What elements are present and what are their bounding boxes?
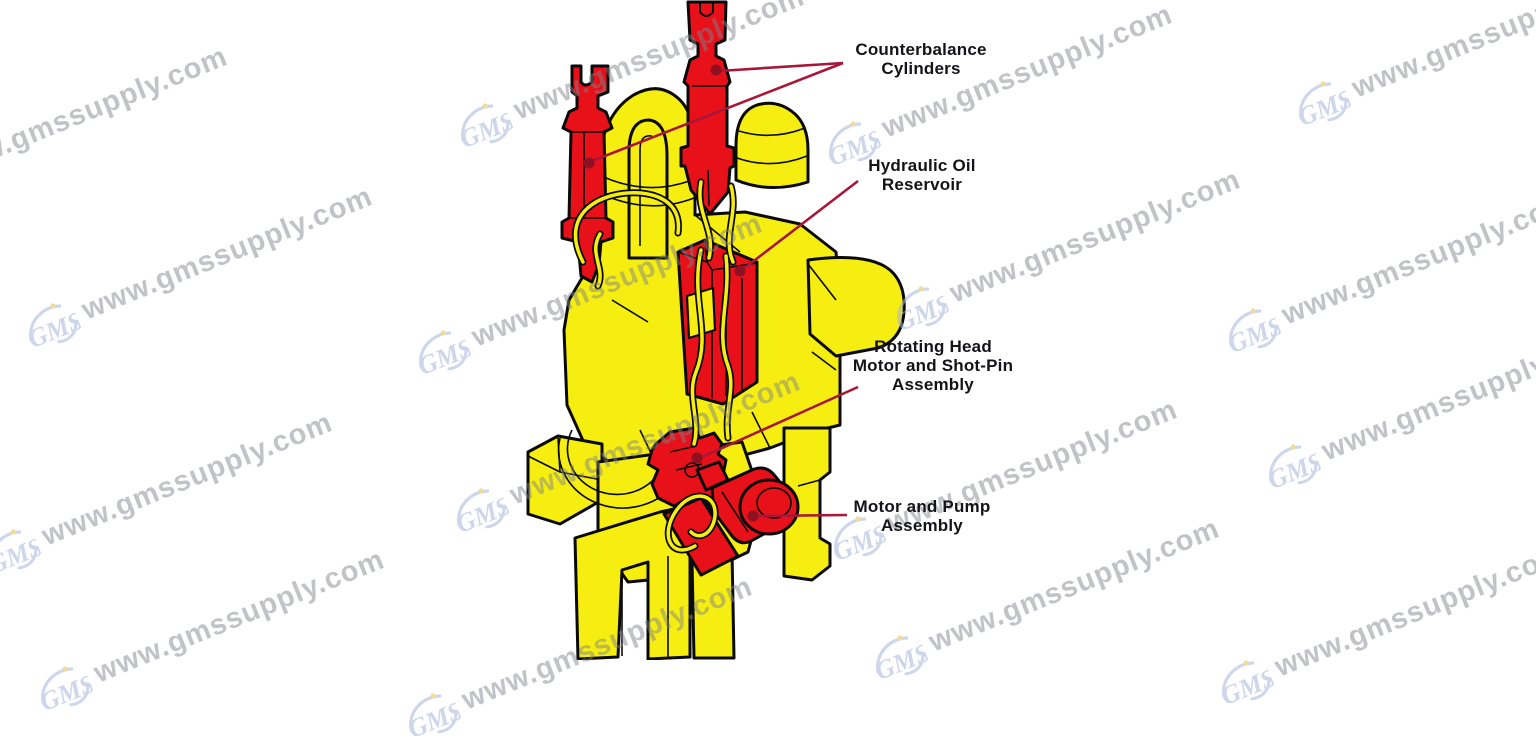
arch-window [627,118,669,260]
mast-dome [734,101,810,190]
leader-dot-motor-and-pump-assembly [747,510,759,522]
gms-logo-icon: GMS [36,666,97,717]
label-counterbalance-cylinders: Counterbalance Cylinders [855,40,987,78]
leader-dot-rotating-head-motor-shot-pin-assembly [691,452,703,464]
label-motor-and-pump-assembly: Motor and Pump Assembly [853,497,991,535]
label-hydraulic-oil-reservoir: Hydraulic Oil Reservoir [868,156,976,194]
leader-line-counterbalance-cylinders [718,61,844,73]
hydraulic-hoses [572,178,737,554]
label-rotating-head-motor-shot-pin-assembly: Rotating Head Motor and Shot-Pin Assembl… [852,337,1014,394]
gms-logo-icon: GMS [404,693,465,744]
right-leg [782,426,832,582]
leader-line-rotating-head-motor-shot-pin-assembly [699,385,859,460]
leader-dot-hydraulic-oil-reservoir [734,265,746,277]
svg-text:GMS: GMS [36,669,97,717]
leader-dot-counterbalance-cylinders [583,157,595,169]
machine-illustration [526,0,906,660]
svg-text:GMS: GMS [1217,663,1278,711]
svg-text:GMS: GMS [404,696,465,744]
leader-dot-counterbalance-cylinders [710,64,722,76]
leader-line-motor-and-pump-assembly [755,513,848,518]
leader-line-hydraulic-oil-reservoir [741,179,859,272]
leader-line-counterbalance-cylinders [591,61,844,163]
leader-lines-layer [583,61,859,522]
counterbalance-cylinder-right [679,0,736,216]
